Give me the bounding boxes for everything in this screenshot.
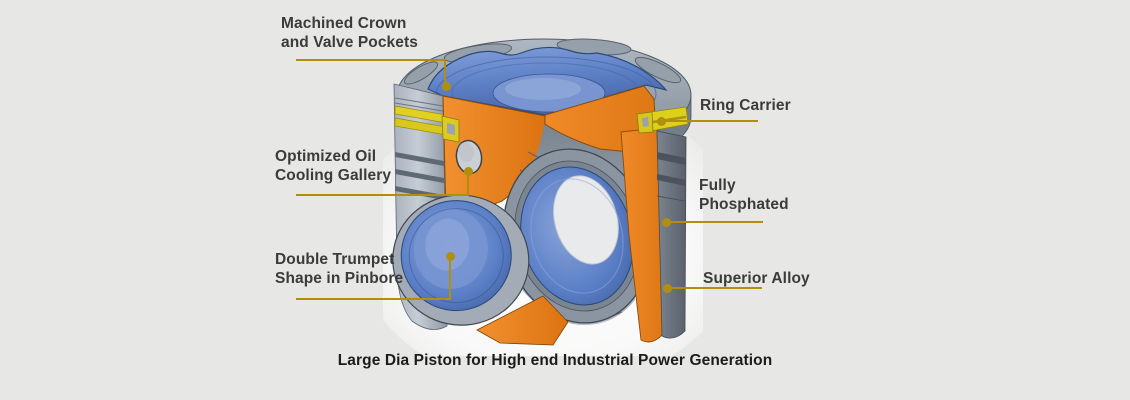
leader-dot-ring-carrier <box>657 117 666 126</box>
leader-machined-crown <box>444 60 446 85</box>
section-face-skirt <box>476 295 569 346</box>
leader-machined-crown <box>296 59 446 61</box>
label-line: Double Trumpet <box>275 251 395 268</box>
leader-dot-oil-gallery <box>464 167 473 176</box>
ring-grooves-right <box>657 152 686 186</box>
leader-oil-gallery <box>467 173 469 196</box>
label-double-trumpet: Double Trumpet Shape in Pinbore <box>275 250 403 288</box>
leader-fully-phosphated <box>667 221 763 223</box>
label-line: Ring Carrier <box>700 97 791 114</box>
label-machined-crown: Machined Crown and Valve Pockets <box>281 14 418 52</box>
label-line: Cooling Gallery <box>275 167 392 184</box>
pinbore-trumpet-left <box>392 194 530 326</box>
leader-ring-carrier <box>662 120 758 122</box>
leader-double-trumpet <box>296 298 451 300</box>
label-line: Shape in Pinbore <box>275 270 404 287</box>
piston-illustration <box>383 38 703 356</box>
label-oil-gallery: Optimized Oil Cooling Gallery <box>275 147 391 185</box>
leader-dot-superior-alloy <box>663 284 672 293</box>
piston-right-wall <box>656 130 687 339</box>
label-line: Fully <box>699 177 736 194</box>
label-ring-carrier: Ring Carrier <box>700 96 791 115</box>
label-line: Superior Alloy <box>703 270 810 287</box>
leader-dot-fully-phosphated <box>662 218 671 227</box>
diagram-caption: Large Dia Piston for High end Industrial… <box>337 352 773 369</box>
label-line: Optimized Oil <box>275 148 377 165</box>
label-superior-alloy: Superior Alloy <box>703 269 810 288</box>
label-line: Phosphated <box>699 196 789 213</box>
label-line: and Valve Pockets <box>281 34 418 51</box>
leader-superior-alloy <box>668 287 762 289</box>
leader-dot-double-trumpet <box>446 252 455 261</box>
leader-double-trumpet <box>449 258 451 300</box>
label-line: Machined Crown <box>281 15 407 32</box>
ring-grooves-left <box>395 152 444 200</box>
leader-oil-gallery <box>296 194 469 196</box>
pinbore <box>503 148 651 324</box>
label-fully-phosphated: Fully Phosphated <box>699 176 789 214</box>
leader-dot-machined-crown <box>442 82 451 91</box>
